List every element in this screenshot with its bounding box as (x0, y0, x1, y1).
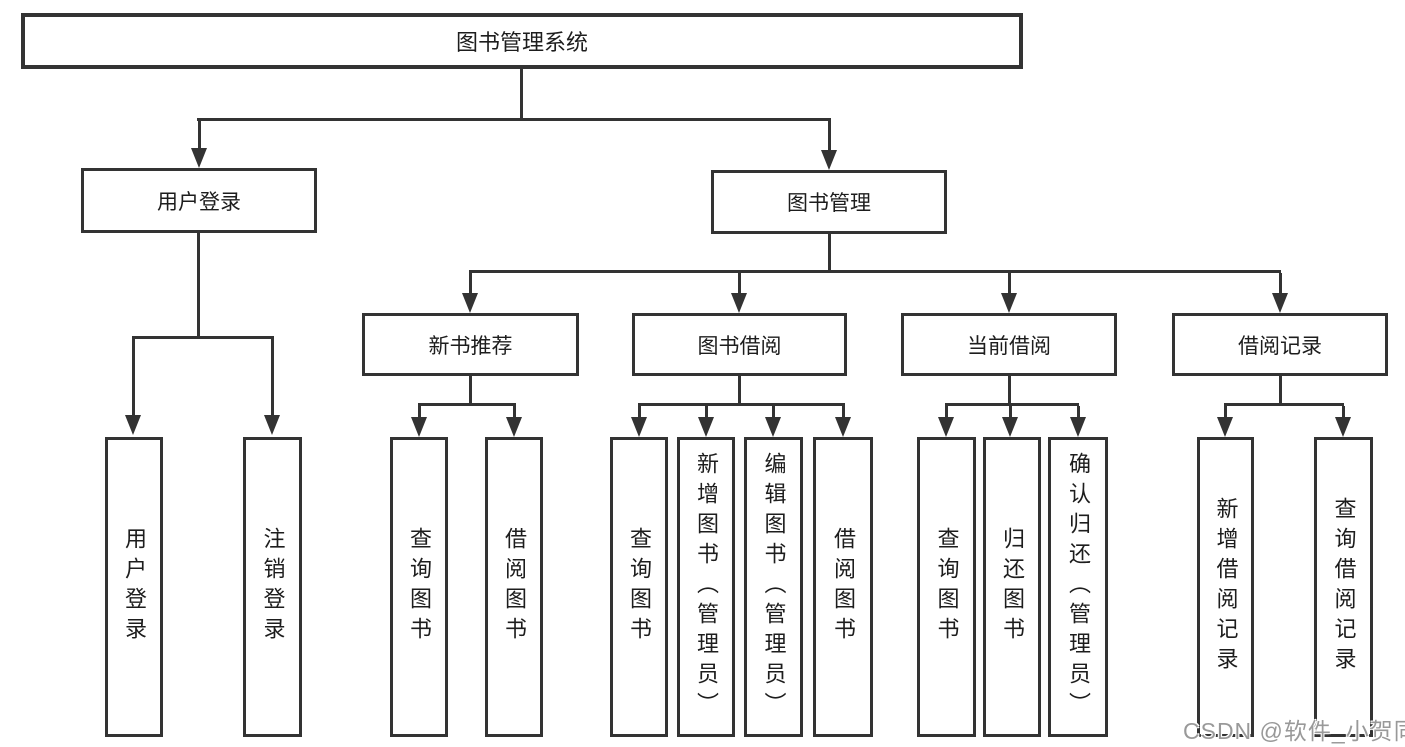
node-borrowing-records-label: 借阅记录 (1238, 334, 1322, 358)
leaf-cb-confirm-return-admin: 确认归还（管理员） (1048, 437, 1108, 737)
node-user-login: 用户登录 (81, 168, 317, 233)
connector-records-stub (1279, 273, 1282, 293)
connector-mgmt-vline (828, 234, 831, 273)
leaf-bb-borrow-books-label: 借阅图书 (831, 527, 856, 647)
connector-cb-return-stub (1009, 406, 1012, 417)
leaf-bb-edit-books-admin: 编辑图书（管理员） (744, 437, 803, 737)
connector-br-query-stub (1342, 406, 1345, 417)
leaf-cb-query-books-label: 查询图书 (934, 527, 960, 647)
node-book-management-label: 图书管理 (787, 192, 871, 215)
arrow-down-icon (411, 417, 427, 437)
connector-root-hline (197, 118, 831, 121)
node-root-label: 图书管理系统 (455, 30, 588, 55)
node-current-borrowing-label: 当前借阅 (967, 334, 1051, 358)
connector-nb-query-stub (418, 406, 421, 417)
arrow-down-icon (631, 417, 647, 437)
node-book-borrowing: 图书借阅 (632, 313, 847, 376)
arrow-down-icon (765, 417, 781, 437)
leaf-user-login-label: 用户登录 (122, 527, 147, 647)
leaf-br-add-record: 新增借阅记录 (1197, 437, 1254, 737)
leaf-bb-query-books-label: 查询图书 (627, 527, 652, 647)
leaf-bb-add-books-admin: 新增图书（管理员） (677, 437, 735, 737)
connector-nb-borrow-stub (513, 406, 516, 417)
connector-borrowing-stub (738, 273, 741, 293)
connector-logout-stub (271, 339, 274, 415)
leaf-bb-query-books: 查询图书 (610, 437, 668, 737)
arrow-down-icon (125, 415, 141, 435)
connector-borrowing-vline (738, 376, 741, 406)
leaf-cb-return-books-label: 归还图书 (1000, 527, 1025, 647)
arrow-down-icon (191, 148, 207, 168)
arrow-down-icon (731, 293, 747, 313)
connector-cb-query-stub (945, 406, 948, 417)
connector-newbooks-stub (469, 273, 472, 293)
leaf-cb-confirm-return-admin-label: 确认归还（管理员） (1066, 452, 1091, 722)
leaf-br-query-record: 查询借阅记录 (1314, 437, 1373, 737)
arrow-down-icon (835, 417, 851, 437)
leaf-bb-edit-books-admin-label: 编辑图书（管理员） (761, 452, 787, 722)
leaf-nb-query-books: 查询图书 (390, 437, 448, 737)
arrow-down-icon (1070, 417, 1086, 437)
connector-mgmt-hline (469, 270, 1281, 273)
node-current-borrowing: 当前借阅 (901, 313, 1117, 376)
arrow-down-icon (264, 415, 280, 435)
connector-records-vline (1279, 376, 1282, 406)
node-book-management: 图书管理 (711, 170, 947, 234)
connector-bb-query-stub (638, 406, 641, 417)
connector-user-vline (197, 233, 200, 339)
arrow-down-icon (506, 417, 522, 437)
connector-records-hline (1224, 403, 1344, 406)
leaf-nb-borrow-books-label: 借阅图书 (502, 527, 527, 647)
arrow-down-icon (1002, 417, 1018, 437)
arrow-down-icon (938, 417, 954, 437)
arrow-down-icon (1217, 417, 1233, 437)
connector-borrowing-hline (638, 403, 845, 406)
connector-current-vline (1008, 376, 1011, 406)
node-new-book-recommend: 新书推荐 (362, 313, 579, 376)
connector-user-stub (198, 121, 201, 148)
node-new-book-recommend-label: 新书推荐 (428, 334, 513, 358)
node-user-login-label: 用户登录 (157, 190, 241, 214)
arrow-down-icon (698, 417, 714, 437)
connector-bb-borrow-stub (842, 406, 845, 417)
node-book-borrowing-label: 图书借阅 (697, 334, 782, 358)
connector-root-vline (520, 69, 523, 121)
leaf-bb-borrow-books: 借阅图书 (813, 437, 873, 737)
leaf-user-login: 用户登录 (105, 437, 163, 737)
leaf-nb-borrow-books: 借阅图书 (485, 437, 543, 737)
arrow-down-icon (1001, 293, 1017, 313)
connector-user-login-stub (132, 339, 135, 415)
leaf-logout-label: 注销登录 (260, 527, 286, 647)
arrow-down-icon (1335, 417, 1351, 437)
connector-current-stub (1008, 273, 1011, 293)
leaf-logout: 注销登录 (243, 437, 302, 737)
leaf-br-add-record-label: 新增借阅记录 (1213, 497, 1239, 677)
connector-newbooks-vline (469, 376, 472, 406)
connector-newbooks-hline (418, 403, 516, 406)
connector-cb-confirm-stub (1077, 406, 1080, 417)
node-borrowing-records: 借阅记录 (1172, 313, 1388, 376)
connector-bb-add-stub (705, 406, 708, 417)
connector-current-hline (945, 403, 1079, 406)
leaf-cb-return-books: 归还图书 (983, 437, 1041, 737)
leaf-bb-add-books-admin-label: 新增图书（管理员） (694, 452, 719, 722)
watermark: CSDN @软件_小贺同学 (1183, 718, 1405, 744)
arrow-down-icon (1272, 293, 1288, 313)
connector-mgmt-stub (828, 121, 831, 150)
leaf-cb-query-books: 查询图书 (917, 437, 976, 737)
arrow-down-icon (821, 150, 837, 170)
connector-bb-edit-stub (772, 406, 775, 417)
leaf-br-query-record-label: 查询借阅记录 (1331, 497, 1357, 677)
connector-br-add-stub (1224, 406, 1227, 417)
arrow-down-icon (462, 293, 478, 313)
connector-user-hline (132, 336, 274, 339)
leaf-nb-query-books-label: 查询图书 (407, 527, 432, 647)
node-root: 图书管理系统 (21, 13, 1023, 69)
